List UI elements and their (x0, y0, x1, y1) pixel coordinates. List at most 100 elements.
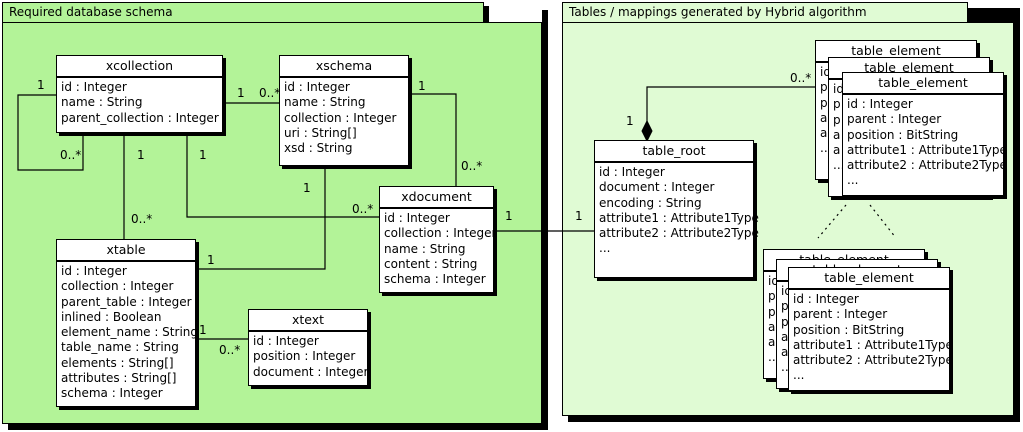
attribute: attribute1 : Attribute1Type (793, 337, 953, 352)
right-package-shadow-bottom (568, 416, 1020, 422)
attribute: collection : Integer (61, 279, 174, 294)
attribute: a (781, 345, 789, 360)
mult-table-text-many: 0..* (219, 343, 241, 357)
attribute: position : Integer (253, 349, 356, 364)
class-xschema: xschema id : Integer name : String colle… (279, 55, 409, 166)
attribute: document : Integer (599, 180, 715, 195)
attribute: element_name : String (61, 325, 198, 340)
attribute: ... (599, 241, 611, 256)
mult-coll-table-many: 0..* (131, 212, 153, 226)
attribute: a (768, 319, 776, 334)
attribute: attribute2 : Attribute2Type (599, 226, 759, 241)
class-name: table_element (843, 73, 1003, 95)
assoc-collection-document (186, 134, 379, 218)
class-name: xschema (280, 56, 408, 78)
attribute: a (768, 335, 776, 350)
mult-schema-doc-many: 0..* (461, 159, 483, 173)
attribute: parent : Integer (793, 307, 888, 322)
attribute: name : String (61, 95, 143, 110)
attribute: xsd : String (284, 141, 353, 156)
attribute: p (820, 95, 828, 110)
attribute: attributes : String[] (61, 371, 177, 386)
assoc-schema-table (196, 166, 326, 270)
attribute: id (820, 65, 831, 79)
attribute: table_name : String (61, 340, 179, 355)
attribute: position : BitString (793, 322, 905, 337)
attribute: parent_table : Integer (61, 294, 192, 309)
attribute: id : Integer (793, 292, 859, 306)
attribute: p (781, 299, 789, 314)
attribute: name : String (284, 95, 366, 110)
attribute: p (833, 112, 841, 127)
mult-self-one: 1 (37, 78, 45, 92)
attribute: p (833, 97, 841, 112)
attribute: position : BitString (847, 127, 959, 142)
left-package-shadow-bottom (8, 424, 548, 430)
mult-coll-schema-many: 0..* (259, 86, 281, 100)
attribute: id (833, 82, 844, 96)
right-package-title: Tables / mappings generated by Hybrid al… (569, 5, 867, 19)
attribute: ... (768, 350, 780, 365)
class-xdocument: xdocument id : Integer collection : Inte… (379, 186, 497, 293)
left-package-tab-shadow (484, 6, 489, 22)
class-name: xtext (249, 310, 367, 332)
attribute: attribute1 : Attribute1Type (847, 142, 1007, 157)
attribute: id : Integer (847, 97, 913, 111)
attribute: content : String (384, 256, 478, 271)
mult-self-many: 0..* (60, 148, 82, 162)
attribute: schema : Integer (384, 272, 486, 287)
attribute-list: id : Integer collection : Integer name :… (380, 209, 497, 289)
mult-doc-root-right: 1 (575, 209, 583, 223)
class-name: xdocument (380, 187, 493, 209)
attribute: attribute1 : Attribute1Type (599, 210, 759, 225)
dots-right (869, 204, 897, 239)
right-package-tab: Tables / mappings generated by Hybrid al… (562, 2, 968, 22)
attribute: a (833, 143, 841, 158)
attribute: a (833, 127, 841, 142)
attribute: p (820, 80, 828, 95)
attribute: p (781, 314, 789, 329)
mult-root-elem-many: 0..* (790, 71, 812, 85)
attribute: parent_collection : Integer (61, 110, 219, 125)
mult-coll-schema-one: 1 (237, 86, 245, 100)
class-xcollection: xcollection id : Integer name : String p… (56, 55, 223, 133)
attribute-list: id : Integer position : Integer document… (249, 332, 368, 382)
mult-root-elem-one: 1 (626, 114, 634, 128)
attribute: elements : String[] (61, 355, 174, 370)
right-package-tab-shadow (968, 8, 1018, 22)
attribute: id : Integer (61, 80, 127, 94)
attribute: id : Integer (384, 211, 450, 225)
attribute-list: id : Integer name : String parent_collec… (57, 78, 222, 128)
attribute: collection : Integer (284, 110, 397, 125)
composition-root-element (646, 86, 815, 140)
attribute: inlined : Boolean (61, 309, 162, 324)
attribute: ... (781, 360, 793, 375)
class-name: table_root (595, 141, 753, 163)
attribute: schema : Integer (61, 386, 163, 401)
class-xtext: xtext id : Integer position : Integer do… (248, 309, 368, 386)
attribute: id (781, 284, 792, 298)
class-name: xtable (57, 240, 195, 262)
self-association (17, 94, 84, 171)
attribute: p (768, 289, 776, 304)
mult-table-text-one: 1 (199, 323, 207, 337)
attribute-list: id : Integer parent : Integer position :… (789, 290, 953, 386)
attribute: ... (793, 368, 805, 383)
class-table-element: table_element id : Integer parent : Inte… (842, 72, 1007, 196)
attribute: collection : Integer (384, 226, 497, 241)
attribute: uri : String[] (284, 125, 357, 140)
attribute-list: id p p a a ... (777, 282, 937, 378)
attribute-list: id : Integer name : String collection : … (280, 78, 408, 158)
mult-coll-table-one: 1 (137, 148, 145, 162)
composition-diamond (641, 119, 653, 143)
left-package-title: Required database schema (9, 5, 173, 19)
class-table-root: table_root id : Integer document : Integ… (594, 140, 759, 278)
attribute-list: id p p a a ... (816, 63, 976, 159)
attribute: ... (847, 173, 859, 188)
attribute: ... (820, 141, 832, 156)
attribute: id (768, 274, 779, 288)
mult-schema-doc-one: 1 (418, 79, 426, 93)
attribute-list: id : Integer collection : Integer parent… (57, 262, 198, 404)
left-package-tab: Required database schema (2, 2, 484, 22)
